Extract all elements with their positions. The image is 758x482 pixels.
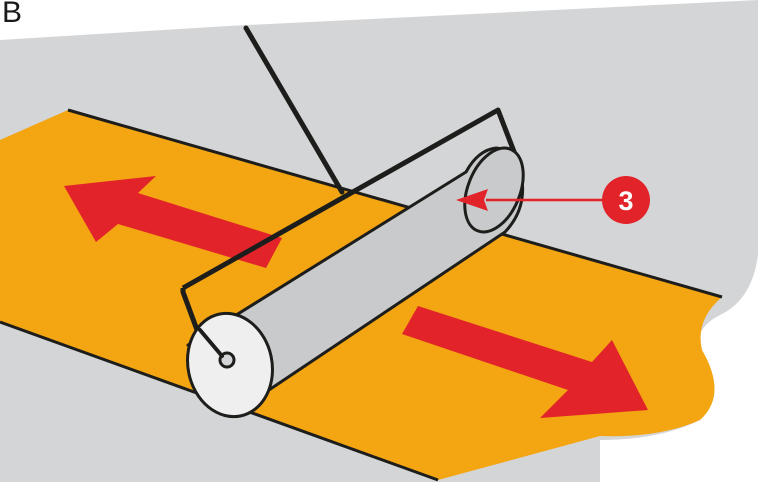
callout-number: 3	[618, 186, 633, 216]
callout-badge	[602, 176, 650, 224]
roller-frame-arm	[198, 328, 224, 358]
panel-label: B	[2, 0, 23, 29]
right-arrow	[402, 306, 648, 418]
roller-frame-top	[181, 107, 521, 291]
callout-arrowhead	[456, 189, 488, 211]
roller-handle	[243, 25, 345, 195]
seam-line-top	[67, 108, 723, 299]
left-arrow	[64, 176, 282, 268]
